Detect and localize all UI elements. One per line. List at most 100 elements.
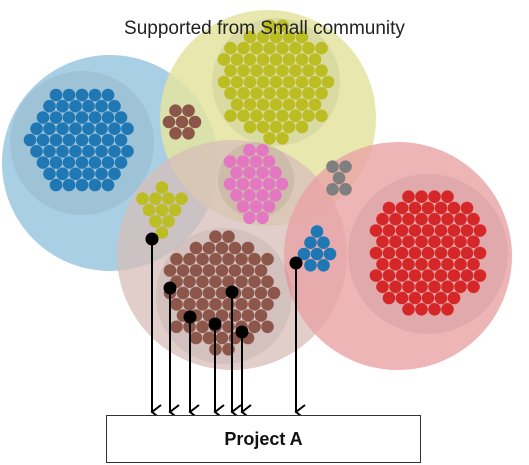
member-dot <box>196 320 209 334</box>
member-dot <box>467 235 480 248</box>
member-dot <box>196 298 209 311</box>
project-label: Project A <box>224 428 303 449</box>
member-dot <box>241 309 255 322</box>
member-dot <box>421 201 435 215</box>
member-dot <box>254 309 268 322</box>
member-dot <box>282 53 296 66</box>
member-dot <box>308 98 322 111</box>
member-dot <box>454 235 467 248</box>
member-dot <box>82 145 95 158</box>
member-dot <box>108 167 121 181</box>
contributor-5 <box>225 285 242 420</box>
member-dot <box>202 286 216 300</box>
member-dot <box>261 298 274 311</box>
member-dot <box>230 53 244 66</box>
member-dot <box>163 264 177 277</box>
member-dot <box>263 132 276 145</box>
member-dot <box>75 156 89 169</box>
member-dot <box>209 252 222 266</box>
member-dot <box>389 280 402 294</box>
member-dot <box>69 99 82 113</box>
member-dot <box>162 115 176 129</box>
member-dot <box>36 111 50 124</box>
member-dot <box>473 246 487 260</box>
member-dot <box>114 156 128 169</box>
member-dot <box>155 226 169 239</box>
member-dot <box>209 230 222 243</box>
contributor-node[interactable] <box>289 256 303 270</box>
member-dot <box>256 30 270 44</box>
member-dot <box>75 88 89 102</box>
member-dot <box>402 212 415 226</box>
member-dot <box>43 145 56 158</box>
member-dot <box>62 133 76 147</box>
member-dot <box>339 160 352 173</box>
member-dot <box>434 201 448 215</box>
member-dot <box>428 235 441 248</box>
member-dot <box>369 269 383 282</box>
member-dot <box>269 75 283 89</box>
member-dot <box>376 212 389 226</box>
member-dot <box>228 264 242 277</box>
member-dot <box>149 192 162 205</box>
member-dot <box>235 252 248 266</box>
member-dot <box>308 53 322 66</box>
member-dot <box>142 203 156 217</box>
member-dot <box>215 286 229 300</box>
member-dot <box>332 171 346 185</box>
member-dot <box>395 291 409 305</box>
member-dot <box>441 235 454 248</box>
contributor-node[interactable] <box>183 310 197 324</box>
member-dot <box>269 98 283 111</box>
small-gray-cluster-cluster <box>326 160 352 196</box>
member-dot <box>256 120 270 134</box>
member-dot <box>88 178 102 192</box>
member-dot <box>428 280 441 294</box>
member-dot <box>261 320 274 334</box>
member-dot <box>237 41 250 55</box>
member-dot <box>202 241 216 255</box>
member-dot <box>88 133 102 147</box>
member-dot <box>189 241 203 255</box>
member-dot <box>256 75 270 89</box>
member-dot <box>196 252 209 266</box>
member-dot <box>243 30 257 44</box>
member-dot <box>56 99 69 113</box>
member-dot <box>182 127 195 140</box>
member-dot <box>95 122 108 135</box>
member-dot <box>454 258 467 271</box>
member-dot <box>62 111 76 124</box>
member-dot <box>460 269 474 282</box>
member-dot <box>224 87 237 100</box>
member-dot <box>235 298 248 311</box>
member-dot <box>408 269 422 282</box>
member-dot <box>236 200 250 213</box>
member-dot <box>56 145 69 158</box>
member-dot <box>389 235 402 248</box>
olive-community-cluster <box>217 19 335 145</box>
member-dot <box>276 64 289 77</box>
member-dot <box>460 201 474 215</box>
member-dot <box>276 109 289 123</box>
member-dot <box>69 122 82 135</box>
member-dot <box>263 19 276 32</box>
member-dot <box>262 155 276 168</box>
member-dot <box>149 215 162 228</box>
member-dot <box>162 215 175 228</box>
member-dot <box>263 64 276 77</box>
blue-community-cluster <box>23 88 134 192</box>
member-dot <box>230 75 244 89</box>
member-dot <box>101 133 115 147</box>
member-dot <box>302 41 315 55</box>
contributor-node[interactable] <box>225 285 239 299</box>
member-dot <box>215 264 229 277</box>
member-dot <box>121 145 134 158</box>
contributor-node[interactable] <box>145 232 159 246</box>
member-dot <box>376 258 389 271</box>
contributor-node[interactable] <box>208 317 222 331</box>
member-dot <box>282 98 296 111</box>
contributor-node[interactable] <box>235 325 249 339</box>
project-box[interactable]: Project A <box>106 415 421 463</box>
contributor-node[interactable] <box>163 281 177 295</box>
